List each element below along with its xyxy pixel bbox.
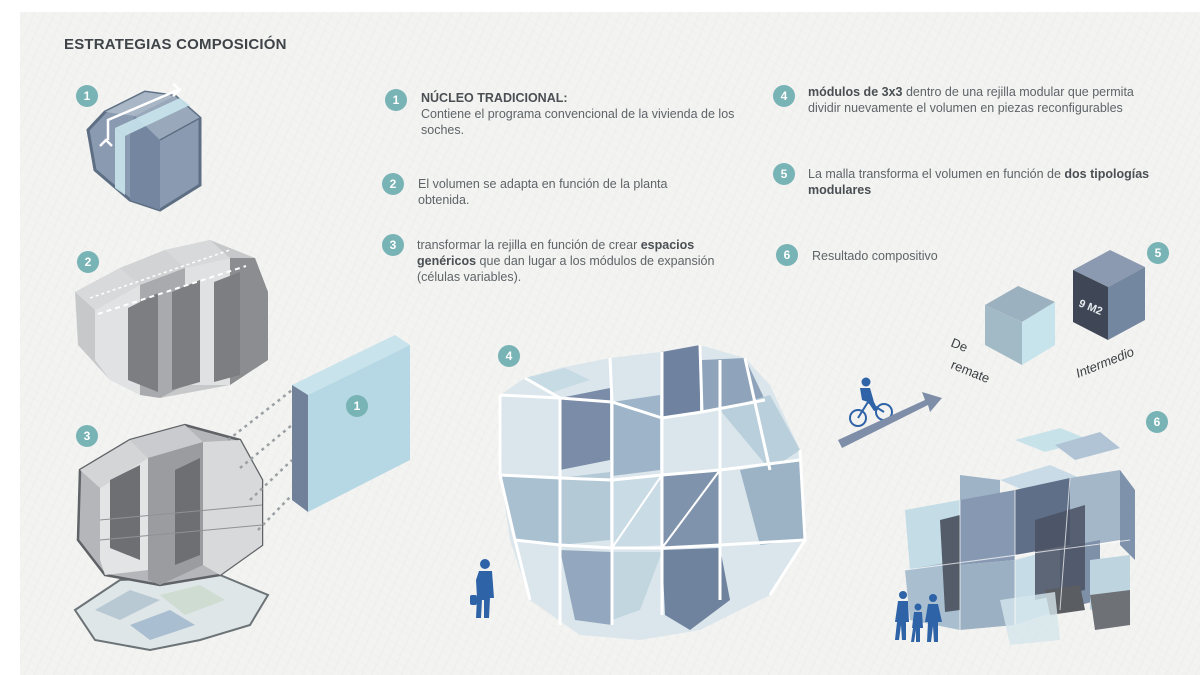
step-6-text: Resultado compositivo xyxy=(812,249,938,263)
diagram-badge-6: 6 xyxy=(1154,415,1161,429)
left-border xyxy=(0,0,20,675)
step-1-heading: NÚCLEO TRADICIONAL: xyxy=(421,91,568,105)
step-3-text-after: que dan lugar a los módulos de expansión… xyxy=(417,254,715,284)
diagram-badge-4: 4 xyxy=(506,349,513,363)
module-label-remate: remate xyxy=(949,357,992,386)
step-5-bold: dos tipologías modulares xyxy=(808,167,1150,197)
step-badge-4: 4 xyxy=(773,85,795,107)
pedestrian-icon xyxy=(470,559,494,618)
step-4-text-after: dentro de una rejilla modular que permit… xyxy=(808,85,1134,115)
step-5-text-before: La malla transforma el volumen en funció… xyxy=(808,167,1061,181)
step-1-text: NÚCLEO TRADICIONAL: Contiene el programa… xyxy=(421,90,751,138)
step-badge-1: 1 xyxy=(385,89,407,111)
diagram-badge-5: 5 xyxy=(1155,246,1162,260)
core-badge-1: 1 xyxy=(354,399,361,413)
step-5-text: La malla transforma el volumen en funció… xyxy=(808,166,1153,198)
step-2-text: El volumen se adapta en función de la pl… xyxy=(418,177,668,207)
module-cube-intermedio xyxy=(1073,250,1145,340)
step-badge-3: 3 xyxy=(382,234,404,256)
module-label-intermedio: Intermedio xyxy=(1074,344,1137,381)
diagram-1-traditional-core xyxy=(86,83,202,212)
diagram-4-modular-grid xyxy=(498,344,807,640)
diagram-badge-1: 1 xyxy=(84,89,91,103)
family-icon xyxy=(895,591,942,642)
step-3-bold: espacios genéricos xyxy=(417,238,695,268)
diagram-2-adapted-volume xyxy=(75,240,268,398)
step-4-text: módulos de 3x3 dentro de una rejilla mod… xyxy=(808,84,1153,116)
step-badge-6: 6 xyxy=(776,244,798,266)
step-badge-5: 5 xyxy=(773,163,795,185)
step-3-text-before: transformar la rejilla en función de cre… xyxy=(417,238,638,252)
module-label-de: De xyxy=(949,335,970,355)
step-3-text: transformar la rejilla en función de cre… xyxy=(417,237,737,285)
connector-lines xyxy=(227,389,293,531)
diagram-badge-3: 3 xyxy=(84,429,91,443)
step-badge-2: 2 xyxy=(382,173,404,195)
core-box xyxy=(292,335,410,512)
arrow-icon xyxy=(838,392,942,448)
step-4-bold: módulos de 3x3 xyxy=(808,85,903,99)
diagram-3-grid xyxy=(73,423,270,652)
step-1-body: Contiene el programa convencional de la … xyxy=(421,107,735,137)
module-cube-remate xyxy=(985,286,1055,365)
top-border xyxy=(0,0,1200,12)
diagram-badge-2: 2 xyxy=(85,255,92,269)
diagram-badges: 1 2 3 1 4 5 6 xyxy=(76,85,1169,447)
page-title: ESTRATEGIAS COMPOSICIÓN xyxy=(64,36,287,53)
cyclist-icon xyxy=(849,377,893,427)
